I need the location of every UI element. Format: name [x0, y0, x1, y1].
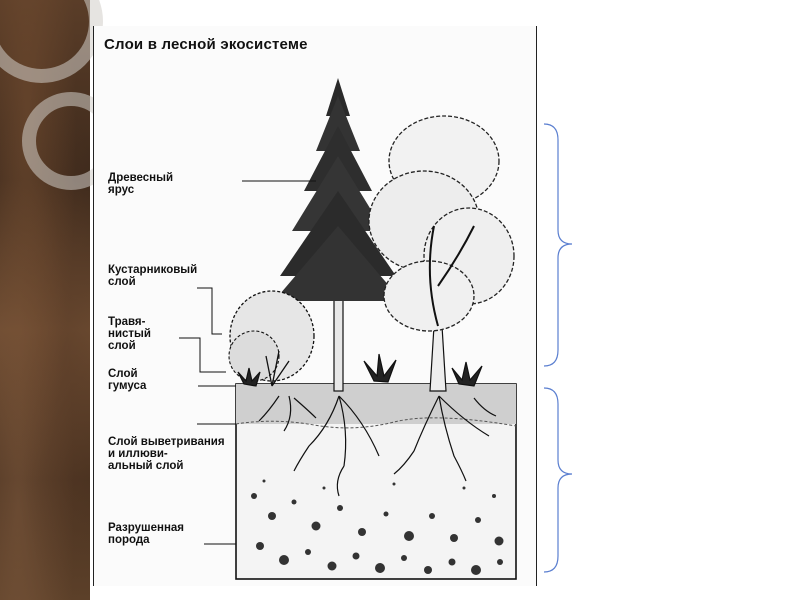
soil-profile	[235, 383, 517, 580]
label-shrub-layer: Кустарниковый слой	[108, 264, 198, 288]
label-weathered-rock: Разрушенная порода	[108, 522, 185, 546]
shrub	[228, 290, 315, 387]
below-ground-brace	[543, 387, 573, 573]
layer-braces	[543, 123, 573, 573]
above-ground-brace	[543, 123, 573, 367]
forest-illustration	[179, 78, 517, 580]
deciduous-tree	[368, 115, 515, 392]
label-humus-layer: Слой гумуса	[108, 368, 147, 392]
label-herb-layer: Травя- нистый слой	[108, 316, 151, 352]
roots	[258, 395, 497, 497]
herbs	[237, 353, 483, 387]
decorative-side-panel	[0, 0, 120, 600]
label-eluvial-layer: Слой выветривания и иллюви- альный слой	[108, 436, 225, 472]
leader-lines	[179, 180, 316, 545]
figure-title: Слои в лесной экосистеме	[104, 36, 308, 53]
label-tree-layer: Древесный ярус	[108, 172, 174, 196]
forest-layers-figure: Слои в лесной экосистеме	[93, 26, 537, 586]
spruce-tree	[274, 78, 402, 392]
decorative-ring-top	[0, 0, 103, 83]
rock-fragments	[251, 479, 504, 575]
